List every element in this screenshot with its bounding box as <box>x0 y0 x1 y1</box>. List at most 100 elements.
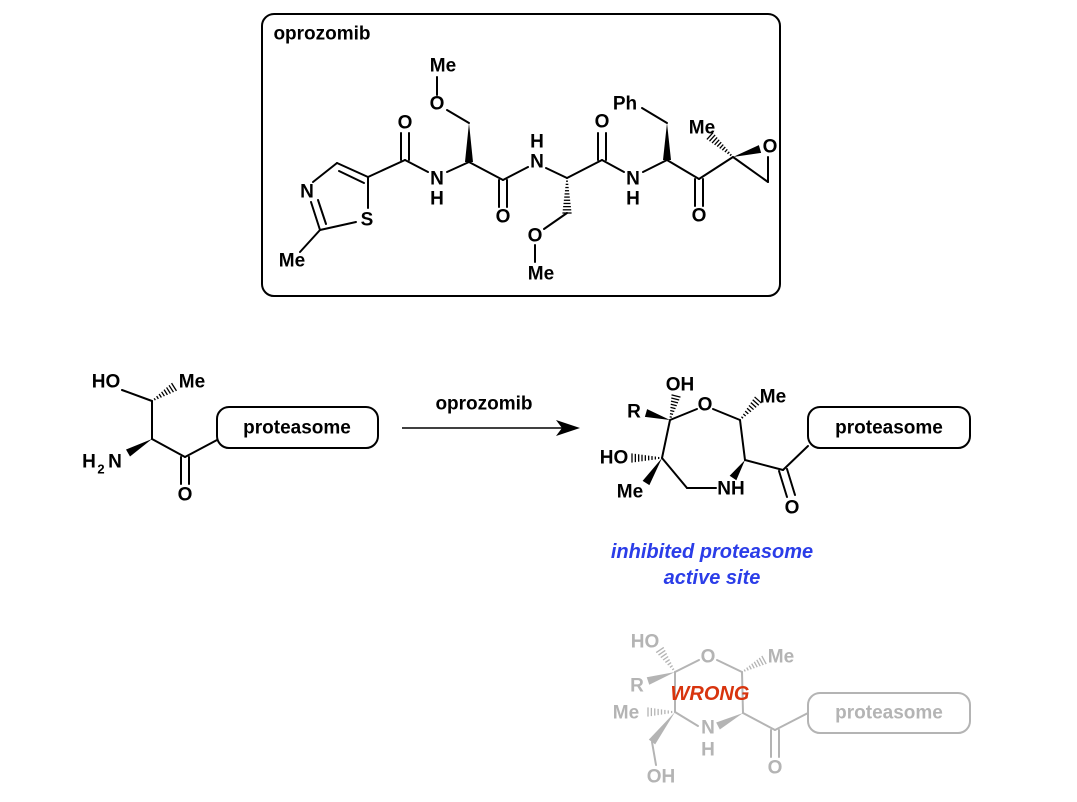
atom-label: O <box>763 137 778 158</box>
hash-stroke <box>761 655 767 665</box>
hash-stroke <box>667 662 672 666</box>
bond <box>774 712 809 731</box>
wedge-bond <box>733 145 762 157</box>
proteasome-label: proteasome <box>835 418 943 439</box>
hash-stroke <box>658 649 666 656</box>
hash-stroke <box>751 663 755 669</box>
hash-stroke <box>721 146 726 151</box>
atom-label: O <box>528 226 543 247</box>
hash-stroke <box>753 661 758 668</box>
hash-stroke <box>729 153 732 157</box>
atom-label: O <box>398 113 413 134</box>
hashed-bond <box>153 382 178 401</box>
caption-line-2: active site <box>664 567 761 589</box>
hashed-bond <box>706 132 732 157</box>
hash-stroke <box>170 382 178 392</box>
bond <box>446 109 470 124</box>
hash-stroke <box>166 387 171 394</box>
hashed-bond <box>669 394 681 418</box>
hash-stroke <box>758 657 764 666</box>
atom-label: Me <box>430 56 456 77</box>
atom-label: Me <box>760 387 786 408</box>
bond <box>661 419 671 459</box>
hash-stroke <box>743 669 746 672</box>
bond <box>545 167 568 179</box>
bond <box>336 162 369 178</box>
atom-label: Me <box>617 482 643 503</box>
bond <box>317 199 327 225</box>
atom-label: R <box>630 676 644 697</box>
atom-label: N <box>530 152 544 173</box>
atom-label: O <box>701 647 716 668</box>
hash-stroke <box>711 136 718 144</box>
hash-stroke <box>153 397 156 401</box>
reaction-arrow: oprozomib <box>402 394 580 436</box>
atom-label: N <box>626 169 640 190</box>
hash-stroke <box>742 413 747 417</box>
atom-label: H <box>530 132 544 153</box>
bond <box>674 711 699 727</box>
hash-stroke <box>719 144 724 149</box>
hash-stroke <box>756 659 761 667</box>
hash-stroke <box>669 412 674 416</box>
hashed-bond <box>631 453 660 463</box>
hash-stroke <box>746 667 749 671</box>
hash-stroke <box>714 139 720 146</box>
atom-label: OH <box>647 767 676 788</box>
atom-label: H <box>82 452 96 473</box>
wrong-stamp: WRONG <box>671 683 750 705</box>
atom-label: HO <box>92 372 121 393</box>
hash-stroke <box>708 134 716 142</box>
atom-label: OH <box>666 375 695 396</box>
bond <box>543 212 568 230</box>
arrow-head <box>556 420 580 436</box>
atom-label: O <box>785 498 800 519</box>
hash-stroke <box>670 400 679 404</box>
atom-label: Me <box>279 251 305 272</box>
atom-label: HO <box>600 448 629 469</box>
hash-stroke <box>670 403 677 407</box>
hash-stroke <box>706 132 714 140</box>
bond <box>468 161 504 181</box>
atom-label: S <box>361 210 374 231</box>
atom-label: O <box>178 485 193 506</box>
atom-label: R <box>627 402 641 423</box>
atom-label: HO <box>631 632 660 653</box>
atom-label: N <box>701 718 715 739</box>
bond <box>661 457 688 489</box>
bond <box>310 201 321 231</box>
hashed-bond <box>647 707 673 717</box>
proteasome-label: proteasome <box>835 703 943 724</box>
bond <box>601 159 625 173</box>
hash-stroke <box>716 141 722 148</box>
hash-stroke <box>158 393 162 398</box>
proteasome-box <box>807 406 971 449</box>
hash-stroke <box>746 407 752 413</box>
hash-stroke <box>670 409 675 413</box>
hashed-bond <box>740 396 762 419</box>
bond <box>641 107 668 124</box>
hash-stroke <box>670 406 676 410</box>
bond <box>786 468 796 496</box>
atom-label: O <box>692 206 707 227</box>
atom-label: O <box>595 112 610 133</box>
wedge-bond <box>648 712 675 745</box>
atom-label: 2 <box>97 462 104 477</box>
reagent-label: oprozomib <box>435 394 532 415</box>
bond <box>651 741 657 766</box>
atom-label: N <box>430 169 444 190</box>
proteasome-box <box>216 406 379 449</box>
wedge-bond <box>465 123 473 162</box>
hash-stroke <box>724 148 728 153</box>
hash-stroke <box>662 655 669 661</box>
wedge-bond <box>663 123 671 160</box>
atom-label: H <box>430 189 444 210</box>
bond <box>502 166 529 181</box>
bond <box>712 408 741 421</box>
atom-label: O <box>496 207 511 228</box>
hash-stroke <box>750 402 757 408</box>
atom-label: N <box>108 452 122 473</box>
oprozomib-title: oprozomib <box>273 24 370 45</box>
hash-stroke <box>161 391 165 397</box>
wedge-bond <box>716 713 743 730</box>
